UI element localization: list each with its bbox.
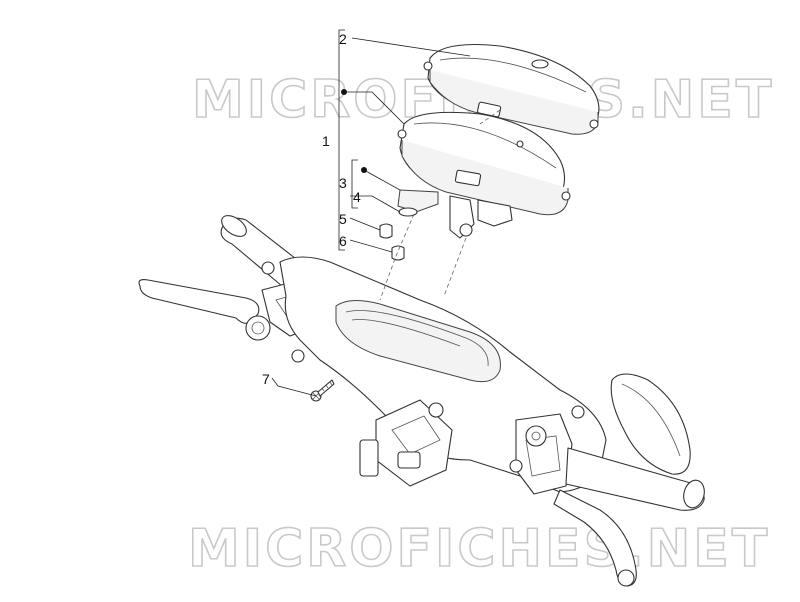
part-4-pad — [397, 189, 439, 213]
screw-part-7 — [310, 379, 335, 402]
callout-7: 7 — [262, 371, 270, 387]
watermark-bottom: MICROFICHES.NET — [188, 519, 770, 579]
handlebar-assembly — [138, 215, 705, 587]
part-4-ring — [398, 207, 418, 217]
callout-5: 5 — [339, 211, 347, 227]
callout-6: 6 — [339, 233, 347, 249]
instrument-cluster-part-1 — [397, 111, 571, 239]
part-6-bulb — [391, 245, 405, 261]
callout-4: 4 — [353, 189, 361, 205]
dot-marker — [361, 167, 367, 173]
callout-1: 1 — [322, 133, 330, 149]
dot-marker — [341, 89, 347, 95]
instrument-cover-part-2 — [423, 43, 600, 135]
part-5-bulb — [379, 223, 393, 239]
callout-3: 3 — [339, 175, 347, 191]
small-parts — [379, 189, 439, 301]
callout-2: 2 — [339, 31, 347, 47]
